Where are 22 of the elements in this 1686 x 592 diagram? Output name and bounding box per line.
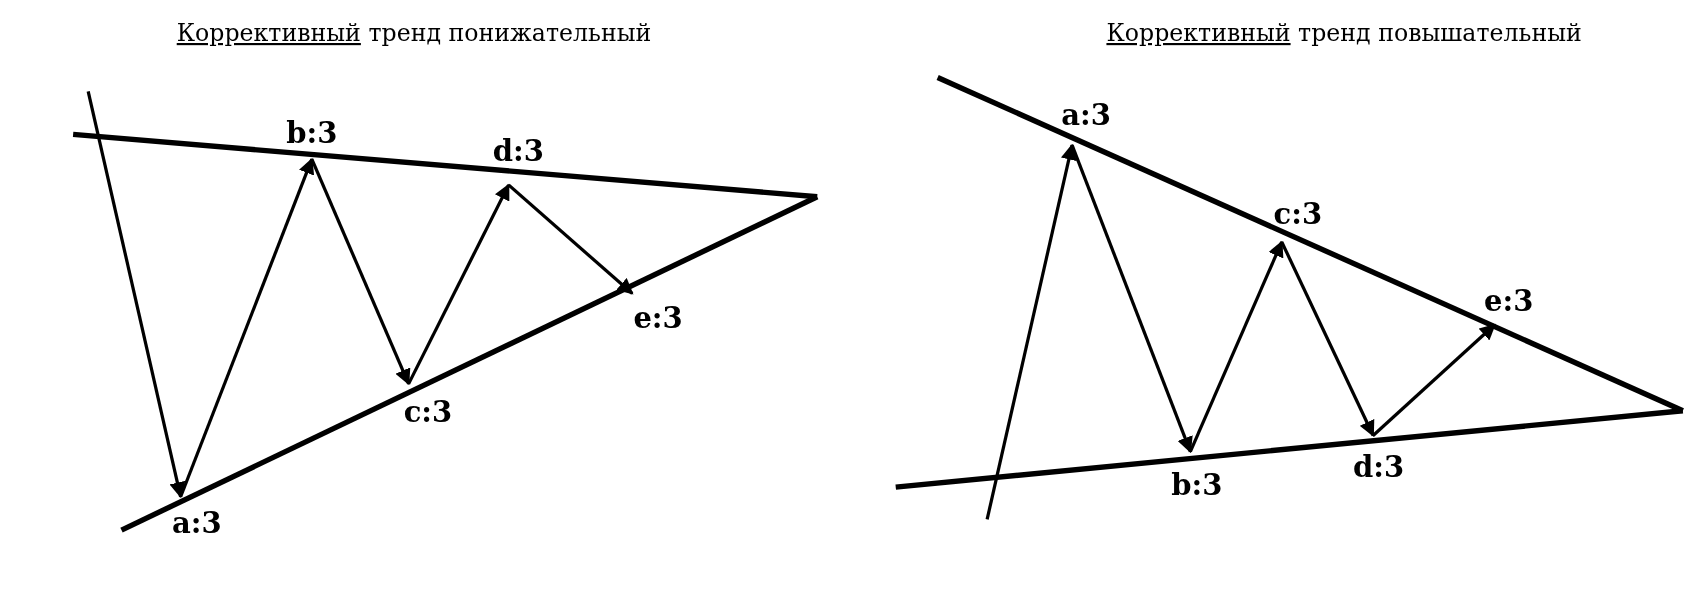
wave-label: e:3 bbox=[633, 302, 683, 335]
arrow bbox=[1070, 144, 1193, 454]
arrow bbox=[86, 91, 186, 499]
wave-label: b:3 bbox=[1171, 468, 1223, 502]
wave-label: d:3 bbox=[1352, 451, 1405, 484]
arrow bbox=[1280, 241, 1375, 437]
arrow bbox=[1188, 240, 1284, 453]
arrow bbox=[407, 183, 511, 385]
arrow bbox=[1372, 323, 1496, 437]
wave-label: c:3 bbox=[1273, 197, 1323, 231]
chart-title: Коррективный тренд повышательный bbox=[1106, 19, 1582, 47]
chart-title: Коррективный тренд понижательный bbox=[176, 19, 652, 47]
wave-label: e:3 bbox=[1483, 284, 1534, 318]
wave-label: a:3 bbox=[1061, 98, 1111, 132]
arrow bbox=[310, 158, 411, 386]
wave-label: d:3 bbox=[492, 135, 544, 168]
arrow bbox=[985, 143, 1077, 520]
wave-label: a:3 bbox=[171, 507, 222, 540]
wave-label: b:3 bbox=[286, 117, 338, 150]
arrow bbox=[507, 183, 634, 295]
wave-label: c:3 bbox=[403, 395, 453, 428]
arrow bbox=[179, 157, 315, 498]
